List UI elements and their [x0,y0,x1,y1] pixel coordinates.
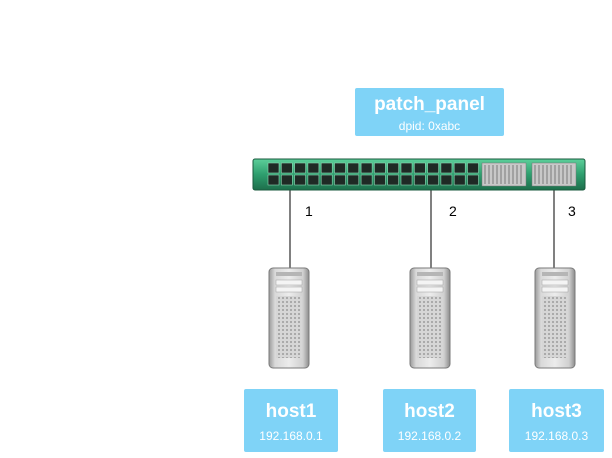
switch-dpid: dpid: 0xabc [398,119,461,133]
switch-port-icon [467,162,479,174]
host-label-host3: host3 192.168.0.3 [509,389,604,452]
switch-port-icon [427,174,439,186]
host-name: host1 [265,401,317,422]
switch-port-icon [307,174,320,186]
host-name: host3 [531,401,582,422]
switch-port-icon [280,174,293,186]
switch-port-icon [413,162,426,174]
switch-port-icon [440,174,453,186]
switch-port-icon [294,174,306,186]
switch-port-icon [347,162,360,174]
server-icon [534,267,576,369]
switch-port-icon [307,162,320,174]
port-number-1: 1 [305,203,313,219]
switch-port-icon [387,174,400,186]
switch-port-icon [440,162,453,174]
switch-port-icon [320,174,333,186]
switch-port-icon [453,162,466,174]
switch-port-icon [400,162,413,174]
host-ip: 192.168.0.2 [397,429,462,443]
server-icon [409,267,451,369]
switch-port-icon [334,174,346,186]
host-ip: 192.168.0.1 [259,429,323,443]
server-icon [268,267,310,369]
host-ip: 192.168.0.3 [524,429,589,443]
switch-port-icon [360,174,373,186]
switch-port-icon [400,174,413,186]
switch-port-icon [413,174,426,186]
switch-port-icon [360,162,373,174]
port-number-3: 3 [568,203,576,219]
switch-port-icon [294,162,306,174]
switch-port-icon [467,174,479,186]
switch-icon [252,158,586,191]
switch-port-icon [427,162,439,174]
switch-port-icon [374,174,386,186]
switch-name: patch_panel [374,94,485,115]
switch-port-icon [320,162,333,174]
switch-port-icon [387,162,400,174]
switch-port-icon [334,162,346,174]
switch-label: patch_panel dpid: 0xabc [355,88,504,136]
host-label-host2: host2 192.168.0.2 [383,389,476,452]
port-number-2: 2 [449,203,457,219]
switch-port-icon [267,174,280,186]
switch-port-icon [347,174,360,186]
switch-port-icon [280,162,293,174]
host-name: host2 [404,401,455,422]
switch-port-icon [267,162,280,174]
host-label-host1: host1 192.168.0.1 [244,389,338,452]
switch-port-icon [453,174,466,186]
switch-port-icon [374,162,386,174]
